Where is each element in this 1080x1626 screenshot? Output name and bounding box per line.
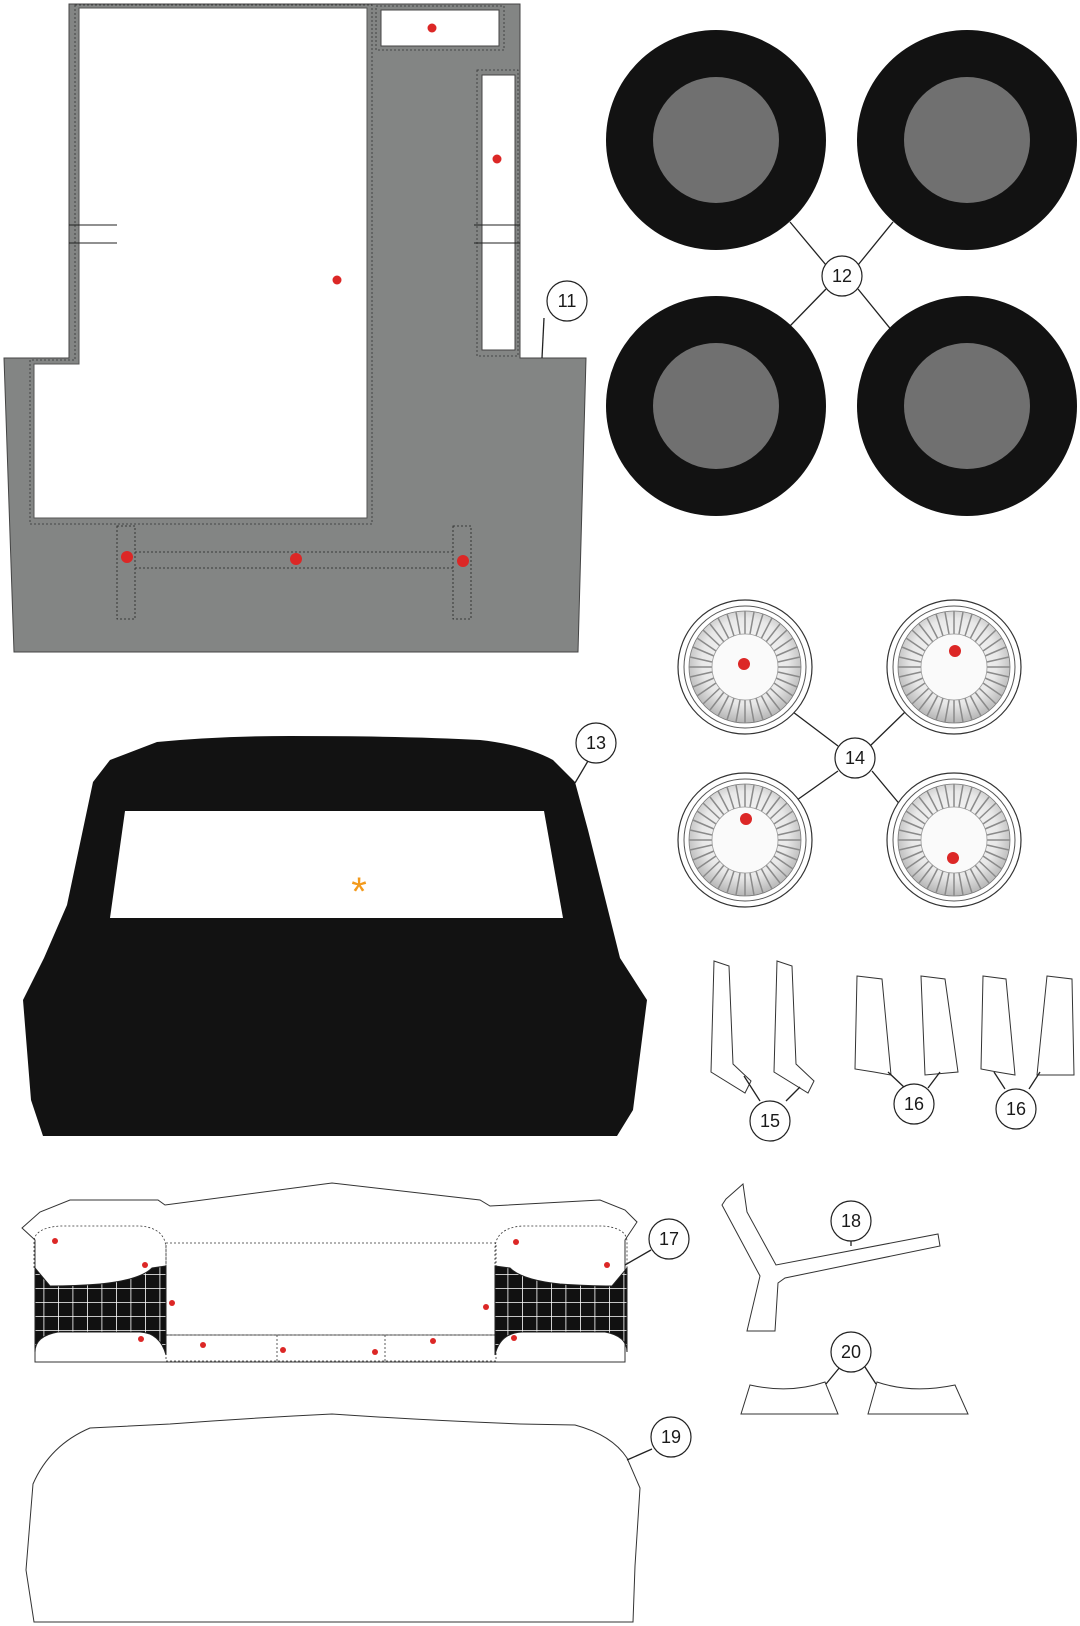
tire — [606, 296, 826, 516]
trapezoid — [867, 1381, 969, 1415]
rear-window — [110, 811, 563, 918]
callout-label-17: 17 — [659, 1229, 679, 1249]
rim — [886, 599, 1022, 735]
callout-circle-19 — [650, 1416, 692, 1458]
tire — [857, 30, 1077, 250]
strip — [1036, 975, 1075, 1076]
tire — [857, 296, 1077, 516]
leader-19 — [626, 1448, 653, 1461]
crossbar-dashed — [116, 525, 472, 620]
callout-circle-12 — [821, 255, 863, 297]
strip — [854, 975, 892, 1076]
tire — [606, 30, 826, 250]
fold-marks — [69, 224, 520, 244]
rim — [886, 772, 1022, 908]
part-14-rims: 14 — [677, 599, 1022, 908]
right-grille-mesh — [494, 1265, 628, 1356]
callout-label-18: 18 — [841, 1211, 861, 1231]
leader-13 — [574, 760, 589, 784]
side-strip-cutout — [481, 74, 516, 351]
leader-lines-12 — [789, 221, 894, 333]
callout-label-12: 12 — [832, 266, 852, 286]
callout-label-16a: 16 — [904, 1094, 924, 1114]
large-white-cutout — [33, 7, 368, 519]
callout-circle-15 — [749, 1100, 791, 1142]
callout-label-11: 11 — [558, 291, 577, 311]
callout-circle-16b — [995, 1088, 1037, 1130]
rim-glue-dots — [738, 645, 961, 864]
callout-label-20: 20 — [841, 1342, 861, 1362]
callout-circle-14 — [834, 737, 876, 779]
grille-glue-dots — [52, 1238, 610, 1355]
callout-circle-20 — [830, 1331, 872, 1373]
part-13-rear-body: * 13 — [23, 722, 647, 1136]
part-17-grille-panel: 17 — [21, 1182, 690, 1363]
part-12-tires: 12 — [606, 30, 1077, 516]
leader-17 — [624, 1249, 652, 1266]
callout-circle-11 — [546, 280, 588, 322]
part-19-outline-panel: 19 — [25, 1413, 692, 1623]
part-20-trapezoids: 20 — [740, 1331, 969, 1415]
hub — [653, 77, 779, 203]
body-outline — [25, 1413, 641, 1623]
hub — [653, 343, 779, 469]
callout-circle-17 — [648, 1218, 690, 1260]
grille-panel-outline — [21, 1182, 638, 1363]
callout-circle-16a — [893, 1083, 935, 1125]
glue-dots — [121, 23, 502, 567]
callout-label-16b: 16 — [1006, 1099, 1026, 1119]
rim — [677, 772, 813, 908]
part-16-strips: 16 16 — [854, 975, 1075, 1130]
strip — [920, 975, 959, 1076]
callout-circle-13 — [575, 722, 617, 764]
callout-label-19: 19 — [661, 1427, 681, 1447]
hub — [904, 77, 1030, 203]
part-18-y-bracket: 18 — [721, 1183, 941, 1332]
part-11-floor-panel: 11 — [3, 3, 588, 653]
window-star-mark: * — [351, 870, 367, 914]
trapezoid — [740, 1381, 839, 1415]
cutout-dashed-outline — [29, 4, 373, 525]
left-grille-mesh — [34, 1265, 167, 1356]
bracket — [773, 960, 815, 1094]
black-body-panel — [23, 736, 647, 1136]
callout-label-14: 14 — [845, 748, 865, 768]
top-small-cutout — [380, 9, 500, 47]
y-bracket — [721, 1183, 941, 1332]
leader-11 — [541, 317, 545, 359]
strip — [980, 975, 1016, 1076]
callout-label-15: 15 — [760, 1111, 780, 1131]
callout-circle-18 — [830, 1200, 872, 1242]
leader-lines-14 — [792, 711, 906, 808]
hub — [904, 343, 1030, 469]
part-15-brackets: 15 — [710, 960, 815, 1142]
bracket — [710, 960, 752, 1094]
callout-label-13: 13 — [586, 733, 606, 753]
